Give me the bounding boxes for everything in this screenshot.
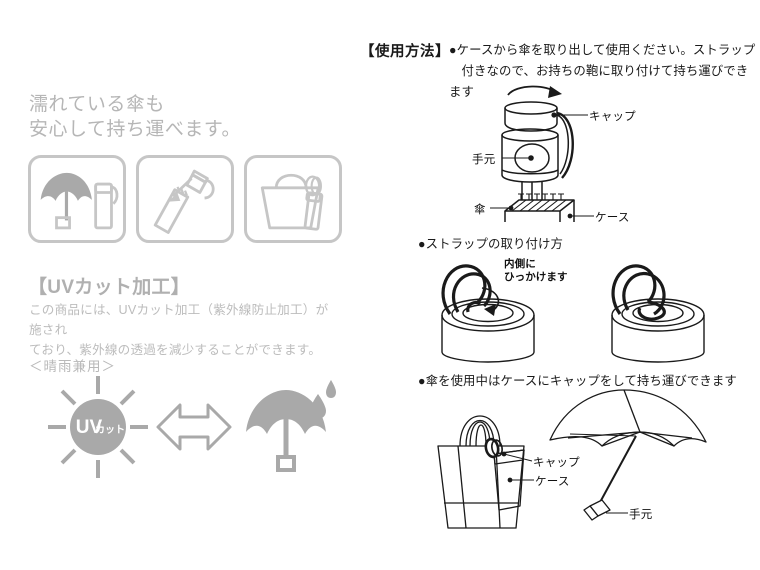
- case-cap-insert-icon: [136, 155, 234, 243]
- double-arrow-icon: [156, 403, 232, 451]
- label-umbrella: 傘: [474, 204, 486, 216]
- uv-section-subtitle: ＜晴雨兼用＞: [29, 359, 116, 374]
- usage-bullet-1: ●ケースから傘を取り出して使用ください。ストラップ 付きなので、お持ちの鞄に取り…: [449, 43, 756, 99]
- uv-section-body: この商品には、UVカット加工（紫外線防止加工）が施され ており、紫外線の透過を減…: [29, 303, 329, 357]
- sun-icon: UV カット: [48, 376, 148, 478]
- tote-bag-with-case-icon: [244, 155, 342, 243]
- right-column: 【使用方法】 ●ケースから傘を取り出して使用ください。ストラップ 付きなので、お…: [352, 0, 760, 570]
- usage-section-title: 【使用方法】: [360, 44, 450, 60]
- svg-text:カット: カット: [95, 424, 125, 436]
- label-handle: 手元: [472, 154, 496, 166]
- umbrella-rain-icon: [246, 380, 336, 472]
- label-case-bag: ケース: [535, 476, 570, 488]
- figure-case-parts: キャップ 手元 傘 ケース: [472, 82, 702, 224]
- left-column: 濡れている傘も 安心して持ち運べます。: [0, 0, 350, 570]
- strap-inner-hook-note: 内側に ひっかけます: [504, 258, 568, 283]
- feature-icon-row: [28, 155, 342, 243]
- label-cap: キャップ: [589, 111, 636, 123]
- svg-text:UV: UV: [76, 417, 103, 438]
- umbrella-and-case-icon: [28, 155, 126, 243]
- usage-bullet-3: ●傘を使用中はケースにキャップをして持ち運びできます: [418, 374, 737, 388]
- label-handle-umbrella: 手元: [629, 509, 653, 521]
- uv-section-heading: 【UVカット加工】: [28, 277, 191, 298]
- headline-text: 濡れている傘も 安心して持ち運べます。: [29, 94, 242, 140]
- label-cap-bag: キャップ: [533, 457, 580, 469]
- uv-equivalence-figure: UV カット: [34, 372, 344, 482]
- usage-bullet-2: ●ストラップの取り付け方: [418, 237, 563, 251]
- figure-strap-attachment: 内側に ひっかけます: [420, 252, 750, 367]
- label-case: ケース: [595, 212, 630, 224]
- figure-bag-and-umbrella: キャップ ケース 手元: [420, 388, 760, 556]
